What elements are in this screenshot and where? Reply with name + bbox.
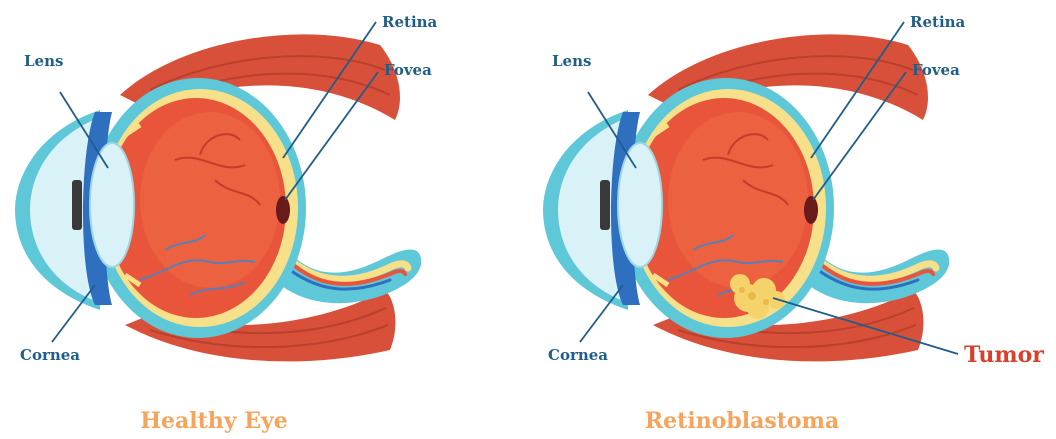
tumor-label: Tumor <box>964 342 1044 368</box>
healthy-eye-diagram: Lens Cornea Retina Fovea <box>15 13 438 364</box>
lens-label: Lens <box>24 52 63 70</box>
cornea-label: Cornea <box>20 346 80 364</box>
cornea-label: Cornea <box>548 346 608 364</box>
healthy-eye-caption: Healthy Eye <box>64 408 364 434</box>
retinoblastoma-eye-diagram: Lens Cornea Retina Fovea Tumor <box>543 13 1044 368</box>
retina-label: Retina <box>910 13 966 31</box>
fovea-label: Fovea <box>912 61 960 79</box>
retina-label: Retina <box>382 13 438 31</box>
lens-label: Lens <box>552 52 591 70</box>
retinoblastoma-caption: Retinoblastoma <box>592 408 892 434</box>
fovea-label: Fovea <box>384 61 432 79</box>
